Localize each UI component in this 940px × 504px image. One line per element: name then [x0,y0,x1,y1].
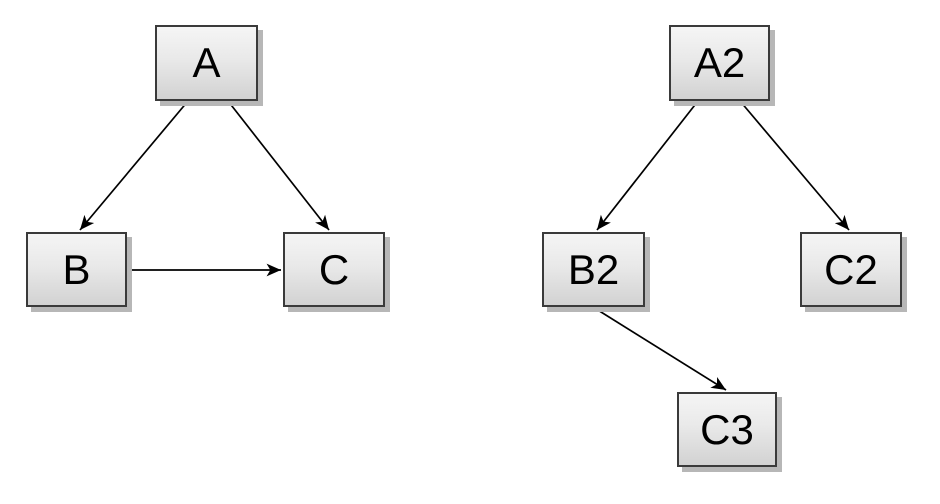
node-label: C [318,245,350,293]
node-label: A2 [693,39,746,86]
edge-B2-C3[interactable] [592,306,727,391]
node-C[interactable]: C [283,232,385,307]
node-C3[interactable]: C3 [677,392,777,467]
edge-A-C[interactable] [227,100,330,231]
node-label: A [192,39,221,86]
node-A2[interactable]: A2 [669,25,770,101]
node-label: B2 [567,245,620,293]
edge-A2-B2[interactable] [596,100,699,231]
node-label: C2 [824,245,878,293]
edge-A2-C2[interactable] [739,100,850,231]
node-B[interactable]: B [26,232,127,307]
node-label: B [62,245,91,293]
node-B2[interactable]: B2 [542,232,645,307]
node-C2[interactable]: C2 [800,232,902,307]
node-label: C3 [700,405,754,453]
edge-A-B[interactable] [79,100,189,231]
node-A[interactable]: A [155,25,258,101]
